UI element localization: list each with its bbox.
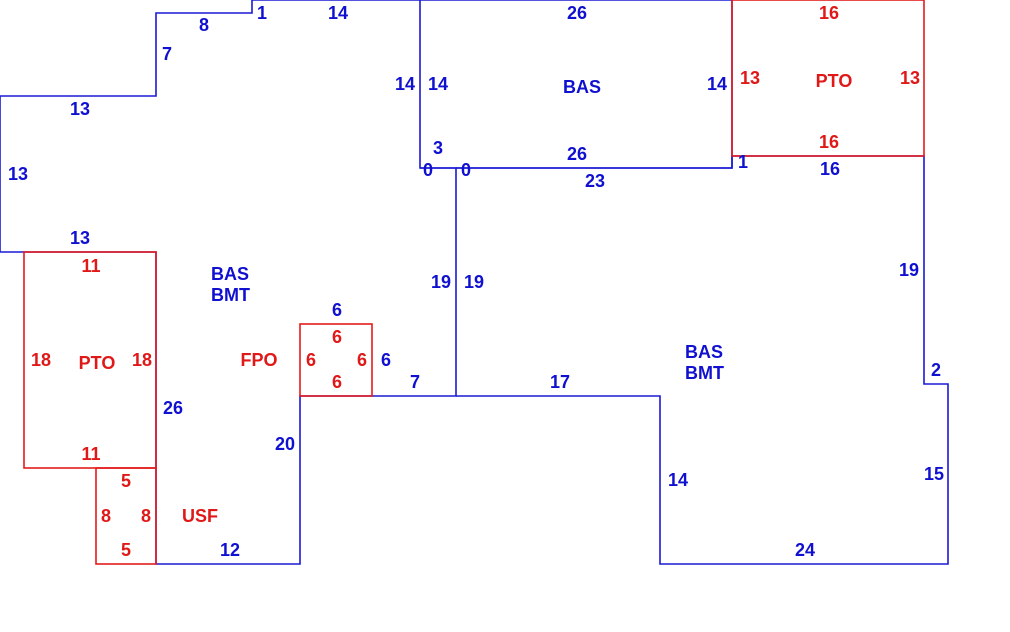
dim-label: 16 bbox=[818, 132, 840, 152]
dim-label: 5 bbox=[120, 540, 132, 560]
area-label-line: BMT bbox=[685, 363, 724, 383]
dim-label: 19 bbox=[463, 272, 485, 292]
dim-label: 0 bbox=[460, 160, 472, 180]
usf-outline bbox=[95, 467, 157, 565]
dim-label: 8 bbox=[140, 506, 152, 526]
pto-left-outline bbox=[23, 251, 157, 469]
dim-label: 1 bbox=[737, 152, 749, 172]
area-label-line: BMT bbox=[211, 285, 250, 305]
dim-label: 14 bbox=[667, 470, 689, 490]
dim-label: 14 bbox=[427, 74, 449, 94]
area-label-usf: USF bbox=[182, 506, 218, 526]
area-label-bas: BAS bbox=[562, 77, 602, 97]
dim-label: 15 bbox=[923, 464, 945, 484]
dim-label: 7 bbox=[161, 44, 173, 64]
area-label-bas-bmt-left: BAS BMT bbox=[211, 264, 250, 306]
dim-label: 14 bbox=[706, 74, 728, 94]
area-label-pto-left: PTO bbox=[78, 353, 116, 373]
dim-label: 14 bbox=[327, 3, 349, 23]
dim-label: 14 bbox=[394, 74, 416, 94]
dim-label: 26 bbox=[566, 144, 588, 164]
dim-label: 26 bbox=[566, 3, 588, 23]
dim-label: 23 bbox=[584, 171, 606, 191]
dim-label: 16 bbox=[819, 159, 841, 179]
area-label-fpo: FPO bbox=[240, 350, 278, 370]
dim-label: 13 bbox=[899, 68, 921, 88]
area-label-bas-bmt-right: BAS BMT bbox=[685, 342, 724, 384]
area-label-line: BAS bbox=[211, 264, 250, 284]
dim-label: 18 bbox=[131, 350, 153, 370]
dim-label: 7 bbox=[409, 372, 421, 392]
dim-label: 18 bbox=[30, 350, 52, 370]
dim-label: 19 bbox=[898, 260, 920, 280]
dim-label: 13 bbox=[69, 99, 91, 119]
dim-label: 19 bbox=[430, 272, 452, 292]
area-label-line: BAS bbox=[685, 342, 724, 362]
dim-label: 5 bbox=[120, 471, 132, 491]
dim-label: 13 bbox=[69, 228, 91, 248]
dim-label: 16 bbox=[818, 3, 840, 23]
dim-label: 0 bbox=[422, 160, 434, 180]
dim-label: 24 bbox=[794, 540, 816, 560]
dim-label: 13 bbox=[7, 164, 29, 184]
dim-label: 1 bbox=[256, 3, 268, 23]
pto-top-right-outline bbox=[731, 0, 925, 157]
dim-label: 11 bbox=[81, 256, 101, 276]
dim-label: 6 bbox=[305, 350, 317, 370]
dim-label: 8 bbox=[100, 506, 112, 526]
dim-label: 12 bbox=[219, 540, 241, 560]
dim-label: 2 bbox=[930, 360, 942, 380]
fpo-outline bbox=[299, 323, 373, 397]
dim-label: 6 bbox=[331, 327, 343, 347]
dim-label: 3 bbox=[432, 138, 444, 158]
dim-label: 20 bbox=[274, 434, 296, 454]
dim-label: 8 bbox=[198, 15, 210, 35]
basement-right-outline bbox=[456, 155, 949, 565]
dim-label: 26 bbox=[162, 398, 184, 418]
dim-label: 11 bbox=[81, 444, 101, 464]
dim-label: 13 bbox=[739, 68, 761, 88]
dim-label: 6 bbox=[380, 350, 392, 370]
dim-label: 6 bbox=[331, 300, 343, 320]
area-label-pto-top-right: PTO bbox=[815, 71, 853, 91]
dim-label: 17 bbox=[549, 372, 571, 392]
dim-label: 6 bbox=[356, 350, 368, 370]
dim-label: 6 bbox=[331, 372, 343, 392]
